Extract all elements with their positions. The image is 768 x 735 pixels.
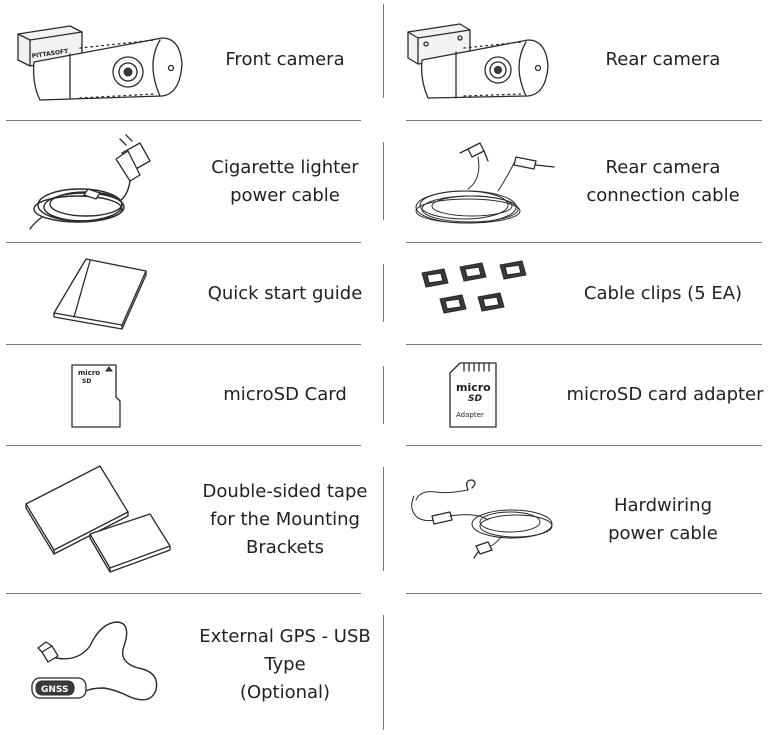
item-rear-camera: Rear camera bbox=[384, 0, 768, 120]
external-gps-label: External GPS - USB Type (Optional) bbox=[199, 625, 371, 703]
rear-camera-label: Rear camera bbox=[605, 49, 721, 70]
double-sided-tape-label: Double-sided tape for the Mounting Brack… bbox=[202, 480, 368, 558]
rear-camera-icon bbox=[407, 23, 549, 99]
gps-usb-icon: GNSS bbox=[31, 621, 158, 701]
microsd-card-icon: micro SD bbox=[71, 364, 121, 428]
adapter-logo-top: micro bbox=[456, 381, 491, 394]
cable-clips-icon bbox=[421, 260, 527, 314]
column-divider-row5 bbox=[383, 467, 384, 571]
gnss-module-text: GNSS bbox=[41, 685, 68, 695]
item-label: Front camera bbox=[190, 0, 380, 120]
item-cable-clips: Cable clips (5 EA) bbox=[384, 243, 768, 344]
row-divider-left-2 bbox=[6, 242, 361, 243]
item-label: microSD card adapter bbox=[560, 345, 768, 445]
row-divider-right-5 bbox=[406, 593, 762, 594]
row-divider-left-5 bbox=[6, 593, 361, 594]
cable-clip-1 bbox=[421, 268, 449, 288]
hardwiring-cable-icon bbox=[411, 479, 553, 559]
rear-camera-cable-label: Rear camera connection cable bbox=[586, 156, 740, 206]
tape-pad-small bbox=[89, 513, 171, 573]
column-divider-row1 bbox=[383, 4, 384, 98]
front-camera-label: Front camera bbox=[225, 49, 345, 70]
microsd-adapter-icon: micro SD Adapter bbox=[449, 362, 497, 428]
cable-clip-4 bbox=[439, 294, 467, 314]
item-label: Cable clips (5 EA) bbox=[570, 243, 756, 344]
item-label: microSD Card bbox=[190, 345, 380, 445]
column-divider-row3 bbox=[383, 264, 384, 322]
item-label: Rear camera bbox=[570, 0, 756, 120]
item-label: Quick start guide bbox=[190, 243, 380, 344]
row-divider-right-1 bbox=[406, 120, 762, 121]
item-hardwiring-cable: Hardwiring power cable bbox=[384, 446, 768, 593]
front-camera-icon: PITTASOFT bbox=[17, 25, 183, 101]
microsd-adapter-label: microSD card adapter bbox=[566, 384, 764, 405]
cigarette-lighter-cable-label: Cigarette lighter power cable bbox=[211, 156, 359, 206]
item-rear-camera-cable: Rear camera connection cable bbox=[384, 121, 768, 242]
rear-camera-cable-icon bbox=[415, 142, 555, 224]
column-divider-row2 bbox=[383, 142, 384, 220]
item-external-gps: GNSS External GPS - USB Type (Optional) bbox=[0, 594, 383, 735]
cable-clip-5 bbox=[477, 292, 505, 312]
item-cigarette-lighter-cable: Cigarette lighter power cable bbox=[0, 121, 383, 242]
item-microsd-card: micro SD microSD Card bbox=[0, 345, 383, 445]
quick-start-guide-icon bbox=[53, 258, 147, 330]
item-front-camera: PITTASOFT Front camera bbox=[0, 0, 383, 120]
item-label: Cigarette lighter power cable bbox=[190, 121, 380, 242]
item-label: Double-sided tape for the Mounting Brack… bbox=[190, 446, 380, 593]
cigarette-lighter-cable-icon bbox=[29, 134, 151, 230]
sd-logo-top: micro bbox=[78, 369, 100, 377]
item-label: Hardwiring power cable bbox=[570, 446, 756, 593]
row-divider-right-2 bbox=[406, 242, 762, 243]
item-quick-start-guide: Quick start guide bbox=[0, 243, 383, 344]
quick-start-guide-label: Quick start guide bbox=[207, 282, 363, 304]
sd-logo-bottom: SD bbox=[82, 378, 91, 385]
hardwiring-cable-label: Hardwiring power cable bbox=[608, 494, 718, 544]
double-sided-tape-icon bbox=[25, 465, 171, 573]
row-divider-left-1 bbox=[6, 120, 361, 121]
microsd-card-label: microSD Card bbox=[223, 384, 347, 405]
row-divider-left-4 bbox=[6, 445, 361, 446]
usb-plug bbox=[37, 641, 59, 663]
item-label: External GPS - USB Type (Optional) bbox=[190, 594, 380, 735]
row-divider-left-3 bbox=[6, 344, 361, 345]
cable-clip-3 bbox=[499, 260, 527, 280]
column-divider-row4 bbox=[383, 366, 384, 424]
column-divider-row6 bbox=[383, 615, 384, 730]
cable-clips-label: Cable clips (5 EA) bbox=[583, 282, 743, 304]
adapter-caption: Adapter bbox=[456, 411, 484, 419]
tape-pad-large bbox=[25, 465, 129, 555]
adapter-logo-bottom: SD bbox=[468, 394, 482, 404]
row-divider-right-3 bbox=[406, 344, 762, 345]
item-label: Rear camera connection cable bbox=[570, 121, 756, 242]
row-divider-right-4 bbox=[406, 445, 762, 446]
gnss-module: GNSS bbox=[31, 677, 87, 699]
item-double-sided-tape: Double-sided tape for the Mounting Brack… bbox=[0, 446, 383, 593]
item-microsd-adapter: micro SD Adapter microSD card adapter bbox=[384, 345, 768, 445]
cable-clip-2 bbox=[459, 262, 487, 282]
